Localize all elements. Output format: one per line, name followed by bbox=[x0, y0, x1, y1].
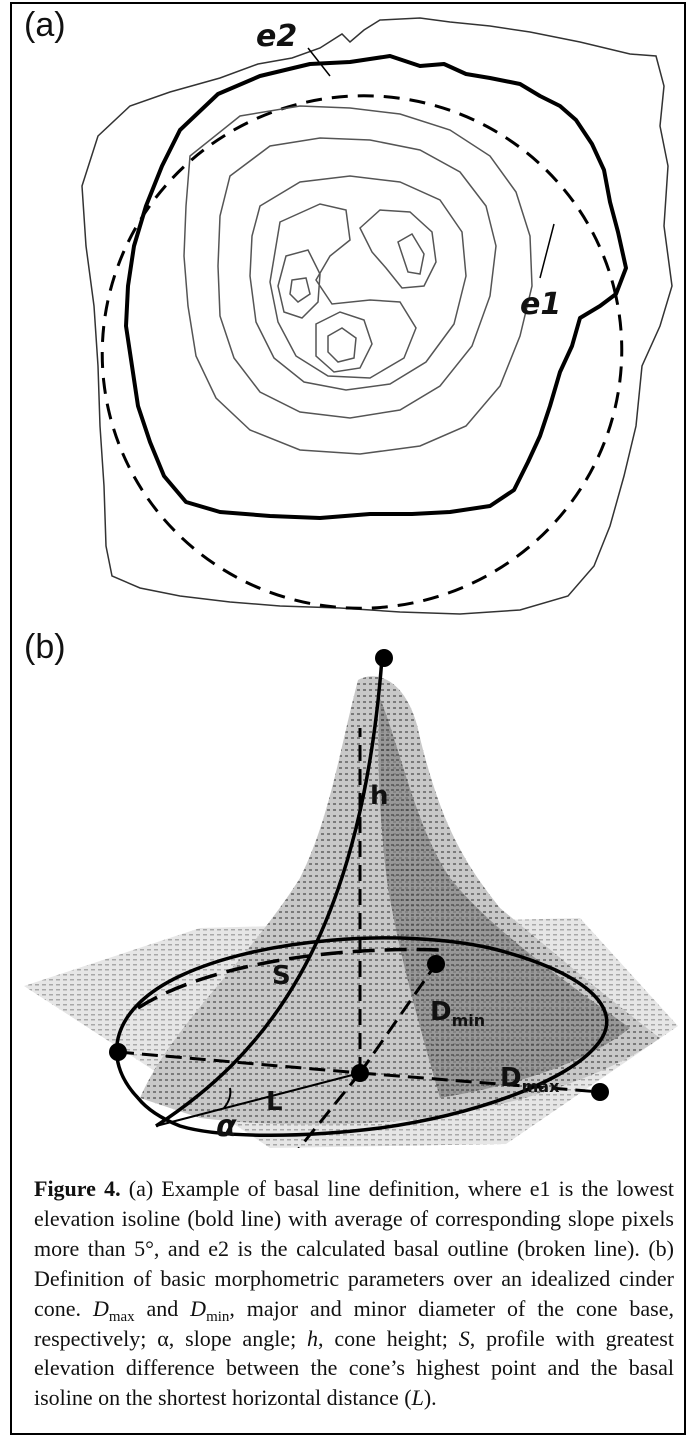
panel-b-tag: (b) bbox=[24, 628, 66, 666]
alpha-label: α bbox=[216, 1109, 237, 1144]
caption-dmax-sub: max bbox=[108, 1308, 135, 1325]
caption-dmin: D bbox=[190, 1296, 206, 1321]
contour-peak-bottom-inner bbox=[327, 327, 357, 363]
panel-a: (a) e2 e1 bbox=[20, 6, 680, 626]
e2-leader bbox=[307, 47, 331, 77]
e1-label: e1 bbox=[520, 287, 561, 322]
e2-dashed-ellipse bbox=[100, 94, 624, 610]
dmin-main: D bbox=[430, 997, 452, 1027]
s-label: S bbox=[272, 961, 291, 991]
summit-point bbox=[375, 649, 393, 667]
dmin-sub: min bbox=[452, 1011, 486, 1030]
contour-3 bbox=[217, 137, 497, 419]
l-label: L bbox=[266, 1087, 283, 1117]
caption-l: L bbox=[411, 1385, 424, 1411]
dmin-label: Dmin bbox=[430, 997, 485, 1030]
caption-text-2: and bbox=[134, 1295, 191, 1321]
caption-text-4: , cone height; bbox=[318, 1325, 459, 1351]
contour-peak-left bbox=[277, 249, 321, 319]
panel-a-tag: (a) bbox=[24, 6, 66, 44]
contour-peak-bottom bbox=[315, 311, 373, 373]
caption-dmax: D bbox=[93, 1296, 109, 1321]
contour-peak-left-inner bbox=[289, 277, 311, 303]
l-line bbox=[155, 1072, 361, 1127]
base-ellipse-back bbox=[137, 947, 441, 1010]
dashed-radius-left bbox=[117, 1050, 361, 1075]
cone-shadow bbox=[378, 698, 630, 1098]
e1-leader bbox=[539, 223, 555, 279]
right-point bbox=[591, 1083, 609, 1101]
figure-frame: (a) e2 e1 (b) bbox=[10, 2, 686, 1435]
dmax-label: Dmax bbox=[500, 1063, 560, 1096]
s-profile bbox=[155, 657, 384, 1128]
contour-5 bbox=[269, 203, 417, 379]
caption-text-3: , major and minor diameter of the cone b… bbox=[34, 1295, 675, 1351]
dashed-dmin-down bbox=[286, 1072, 362, 1163]
dashed-dmin-up bbox=[358, 963, 438, 1074]
contour-map: e2 e1 bbox=[81, 17, 673, 615]
h-label: h bbox=[370, 781, 389, 811]
base-ellipse-front bbox=[114, 936, 609, 1138]
cone-diagram: h S Dmin Dmax L α bbox=[24, 649, 678, 1171]
panel-b: (b) bbox=[20, 628, 680, 1171]
contour-peak-right-inner bbox=[397, 232, 425, 275]
contour-2 bbox=[183, 105, 533, 455]
dmax-sub: max bbox=[522, 1077, 560, 1096]
contour-4 bbox=[249, 175, 467, 391]
caption-h: h bbox=[307, 1325, 319, 1351]
caption-figure-label: Figure 4. bbox=[34, 1176, 121, 1201]
caption-s: S bbox=[458, 1325, 470, 1351]
caption-dmin-sub: min bbox=[206, 1308, 230, 1325]
alpha-arc bbox=[223, 1087, 232, 1109]
e1-bold-contour bbox=[124, 54, 628, 520]
caption-text-6: ). bbox=[423, 1385, 437, 1411]
caption-dmax-main: D bbox=[92, 1295, 109, 1321]
figure-caption: Figure 4. (a) Example of basal line defi… bbox=[34, 1174, 674, 1413]
contour-peak-right bbox=[359, 209, 437, 289]
e2-label: e2 bbox=[256, 19, 297, 54]
caption-text-1: (a) Example of basal line definition, wh… bbox=[34, 1176, 674, 1321]
dashed-radius-right bbox=[359, 1071, 601, 1094]
caption-text-5: , profile with greatest elevation differ… bbox=[34, 1325, 674, 1411]
dmin-top-point bbox=[427, 955, 445, 973]
outer-outline bbox=[81, 17, 673, 615]
center-point bbox=[351, 1064, 369, 1082]
caption-dmin-main: D bbox=[190, 1295, 207, 1321]
dmax-main: D bbox=[500, 1063, 522, 1093]
left-point bbox=[109, 1043, 127, 1061]
